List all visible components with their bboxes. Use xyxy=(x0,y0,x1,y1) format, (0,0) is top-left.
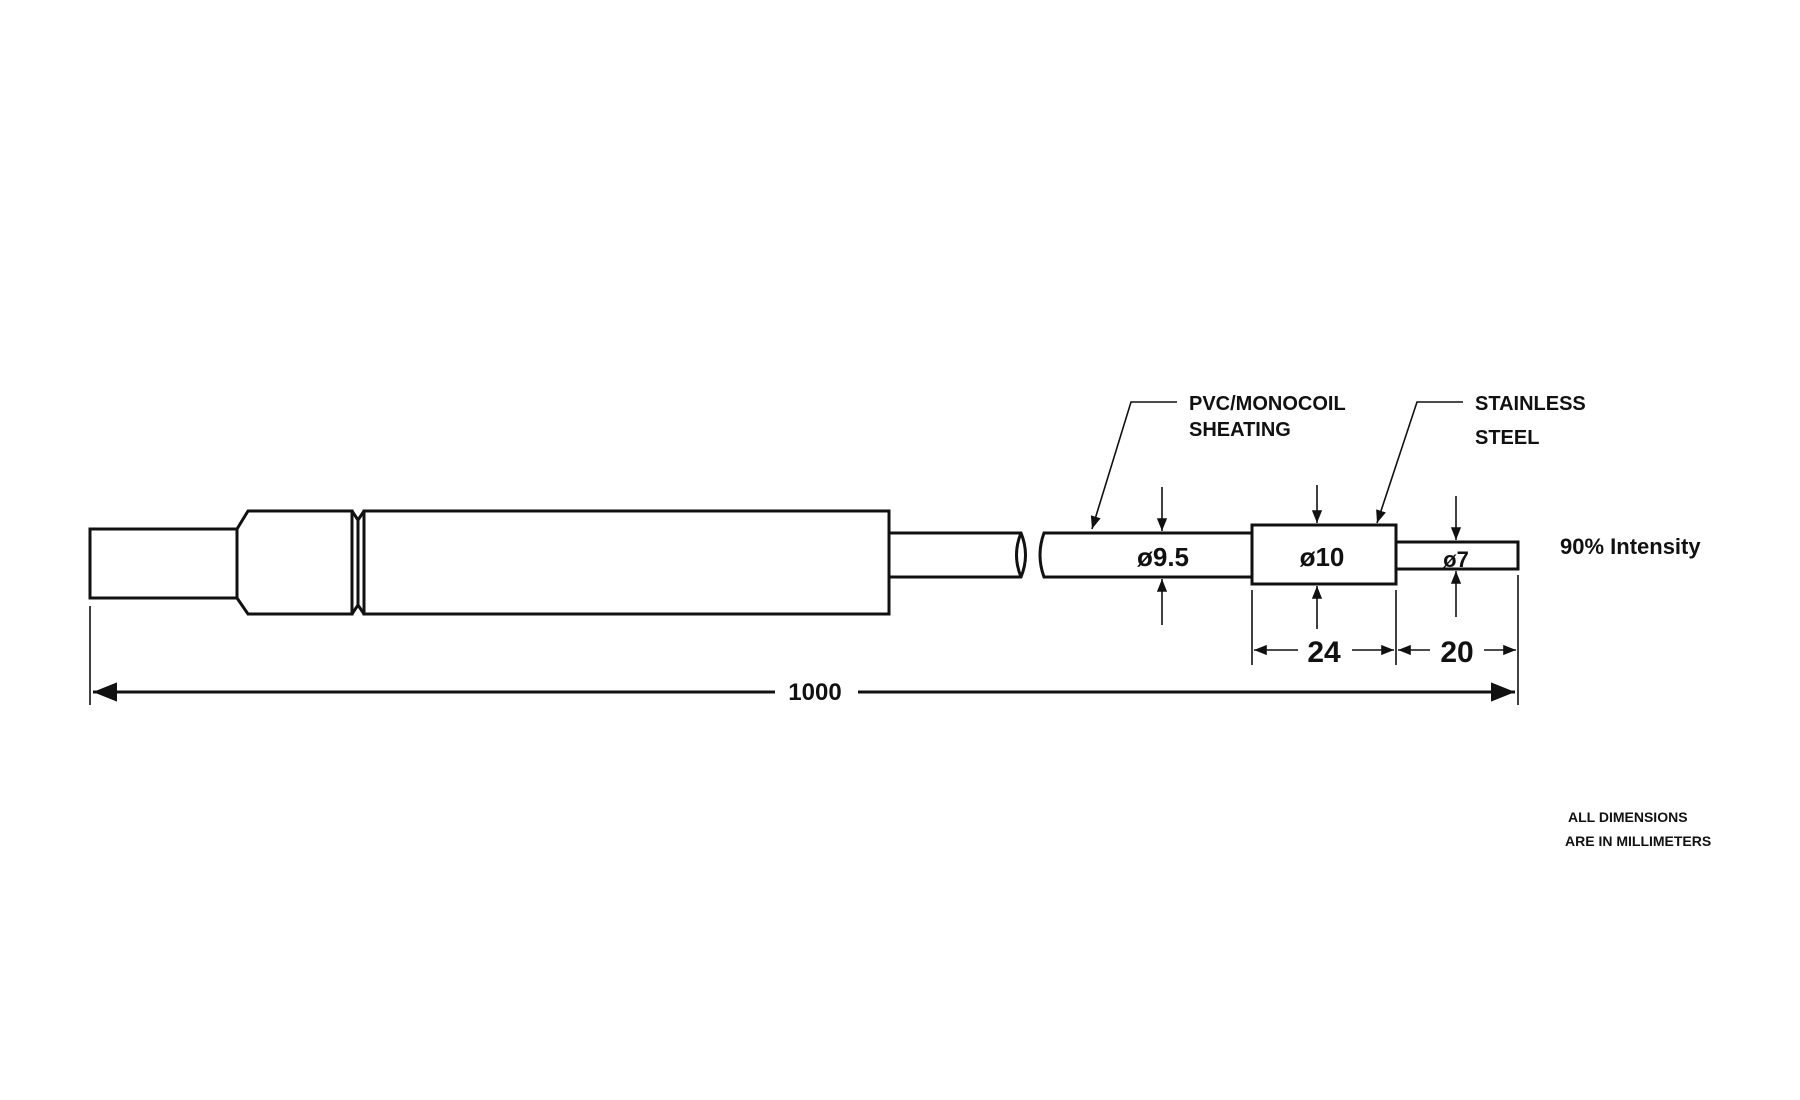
length-dimensions xyxy=(93,644,1516,702)
tip-length-label: 20 xyxy=(1440,636,1473,669)
extension-lines xyxy=(89,575,1519,705)
total-length-label: 1000 xyxy=(788,679,841,706)
units-note-line1: ALL DIMENSIONS xyxy=(1568,809,1688,825)
sheath-diameter-label: ø9.5 xyxy=(1137,542,1189,572)
units-note-line2: ARE IN MILLIMETERS xyxy=(1565,833,1711,849)
connector-body xyxy=(88,509,891,616)
steel-length-label: 24 xyxy=(1307,636,1341,669)
leader-lines xyxy=(1090,401,1463,530)
sheathing-section xyxy=(1038,531,1254,579)
steel-label-line1: STAINLESS xyxy=(1475,393,1586,415)
tip-section xyxy=(1394,540,1520,571)
steel-diameter-label: ø10 xyxy=(1300,542,1345,572)
tip-diameter-label: ø7 xyxy=(1443,547,1469,572)
sheathing-label-line2: SHEATING xyxy=(1189,419,1291,441)
cable xyxy=(887,531,1027,579)
sheathing-label-line1: PVC/MONOCOIL xyxy=(1189,393,1346,415)
steel-label-line2: STEEL xyxy=(1475,427,1539,449)
intensity-label: 90% Intensity xyxy=(1560,534,1701,559)
diameter-arrows xyxy=(1156,485,1462,629)
